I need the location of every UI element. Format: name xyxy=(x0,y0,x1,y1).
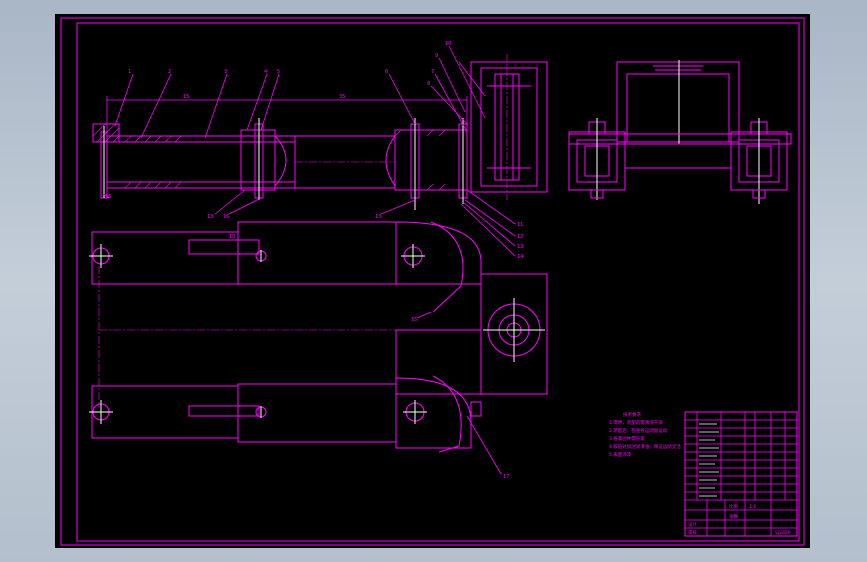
part-label: 17 xyxy=(503,474,509,480)
part-label: 9 xyxy=(435,53,438,59)
inner-frame xyxy=(76,22,800,542)
part-label: 7 xyxy=(431,69,434,75)
part-label: 14 xyxy=(517,254,523,260)
mechanical-drawing: 15 35 1 2 3 4 5 6 7 8 9 10 16 13 16 13 xyxy=(60,17,805,546)
part-label: 13 xyxy=(207,214,213,220)
part-label: 13 xyxy=(375,214,381,220)
dim-label: 15 xyxy=(183,94,189,100)
notes-line: 3.各紧固件需拧紧 xyxy=(609,435,645,442)
part-label: 16 xyxy=(105,194,111,200)
roller-assembly xyxy=(458,54,548,200)
side-view xyxy=(568,60,792,204)
part-label: 11 xyxy=(517,222,523,228)
outer-frame xyxy=(60,17,805,546)
part-label: 16 xyxy=(223,214,229,220)
technical-notes: 技术要求 1.零件，装配前需清洗干净 2.装配后，检查各运动副运动 3.各紧固件… xyxy=(609,411,681,458)
title-cell: 张数 xyxy=(729,513,738,520)
dim-label: 35 xyxy=(339,94,345,100)
title-cell: 设计 xyxy=(688,521,697,528)
part-label: 6 xyxy=(385,69,388,75)
part-label: 18 xyxy=(229,234,235,240)
part-label: 1 xyxy=(128,69,131,75)
part-label: 4 xyxy=(264,69,267,75)
title-cell: 1:1 xyxy=(749,504,756,510)
title-cell: 审核 xyxy=(688,529,697,536)
title-cell: 比例 xyxy=(729,503,738,510)
notes-line: 2.装配后，检查各运动副运动 xyxy=(609,427,668,434)
cylinder-section-view: 15 35 1 2 3 4 5 6 7 8 9 10 16 13 16 13 xyxy=(92,41,523,260)
notes-title: 技术要求 xyxy=(623,411,641,418)
drawing-sheet: 15 35 1 2 3 4 5 6 7 8 9 10 16 13 16 13 xyxy=(55,14,810,548)
part-label: 15 xyxy=(411,317,417,323)
title-block: 设计 审核 比例 1:1 张数 SJ2020 xyxy=(684,411,798,537)
drawing-code: SJ2020 xyxy=(775,530,791,536)
part-label: 10 xyxy=(445,41,451,47)
part-label: 3 xyxy=(224,69,227,75)
part-label: 13 xyxy=(517,244,523,250)
notes-line: 4.铰链处加注润滑油，保证运动灵活 xyxy=(609,443,681,450)
part-label: 2 xyxy=(168,69,171,75)
part-label: 8 xyxy=(427,81,430,87)
notes-line: 5.表面涂漆 xyxy=(609,451,632,458)
notes-line: 1.零件，装配前需清洗干净 xyxy=(609,419,663,426)
plan-view: 15 18 17 xyxy=(89,221,548,480)
part-label: 12 xyxy=(517,234,523,240)
part-label: 5 xyxy=(277,69,280,75)
